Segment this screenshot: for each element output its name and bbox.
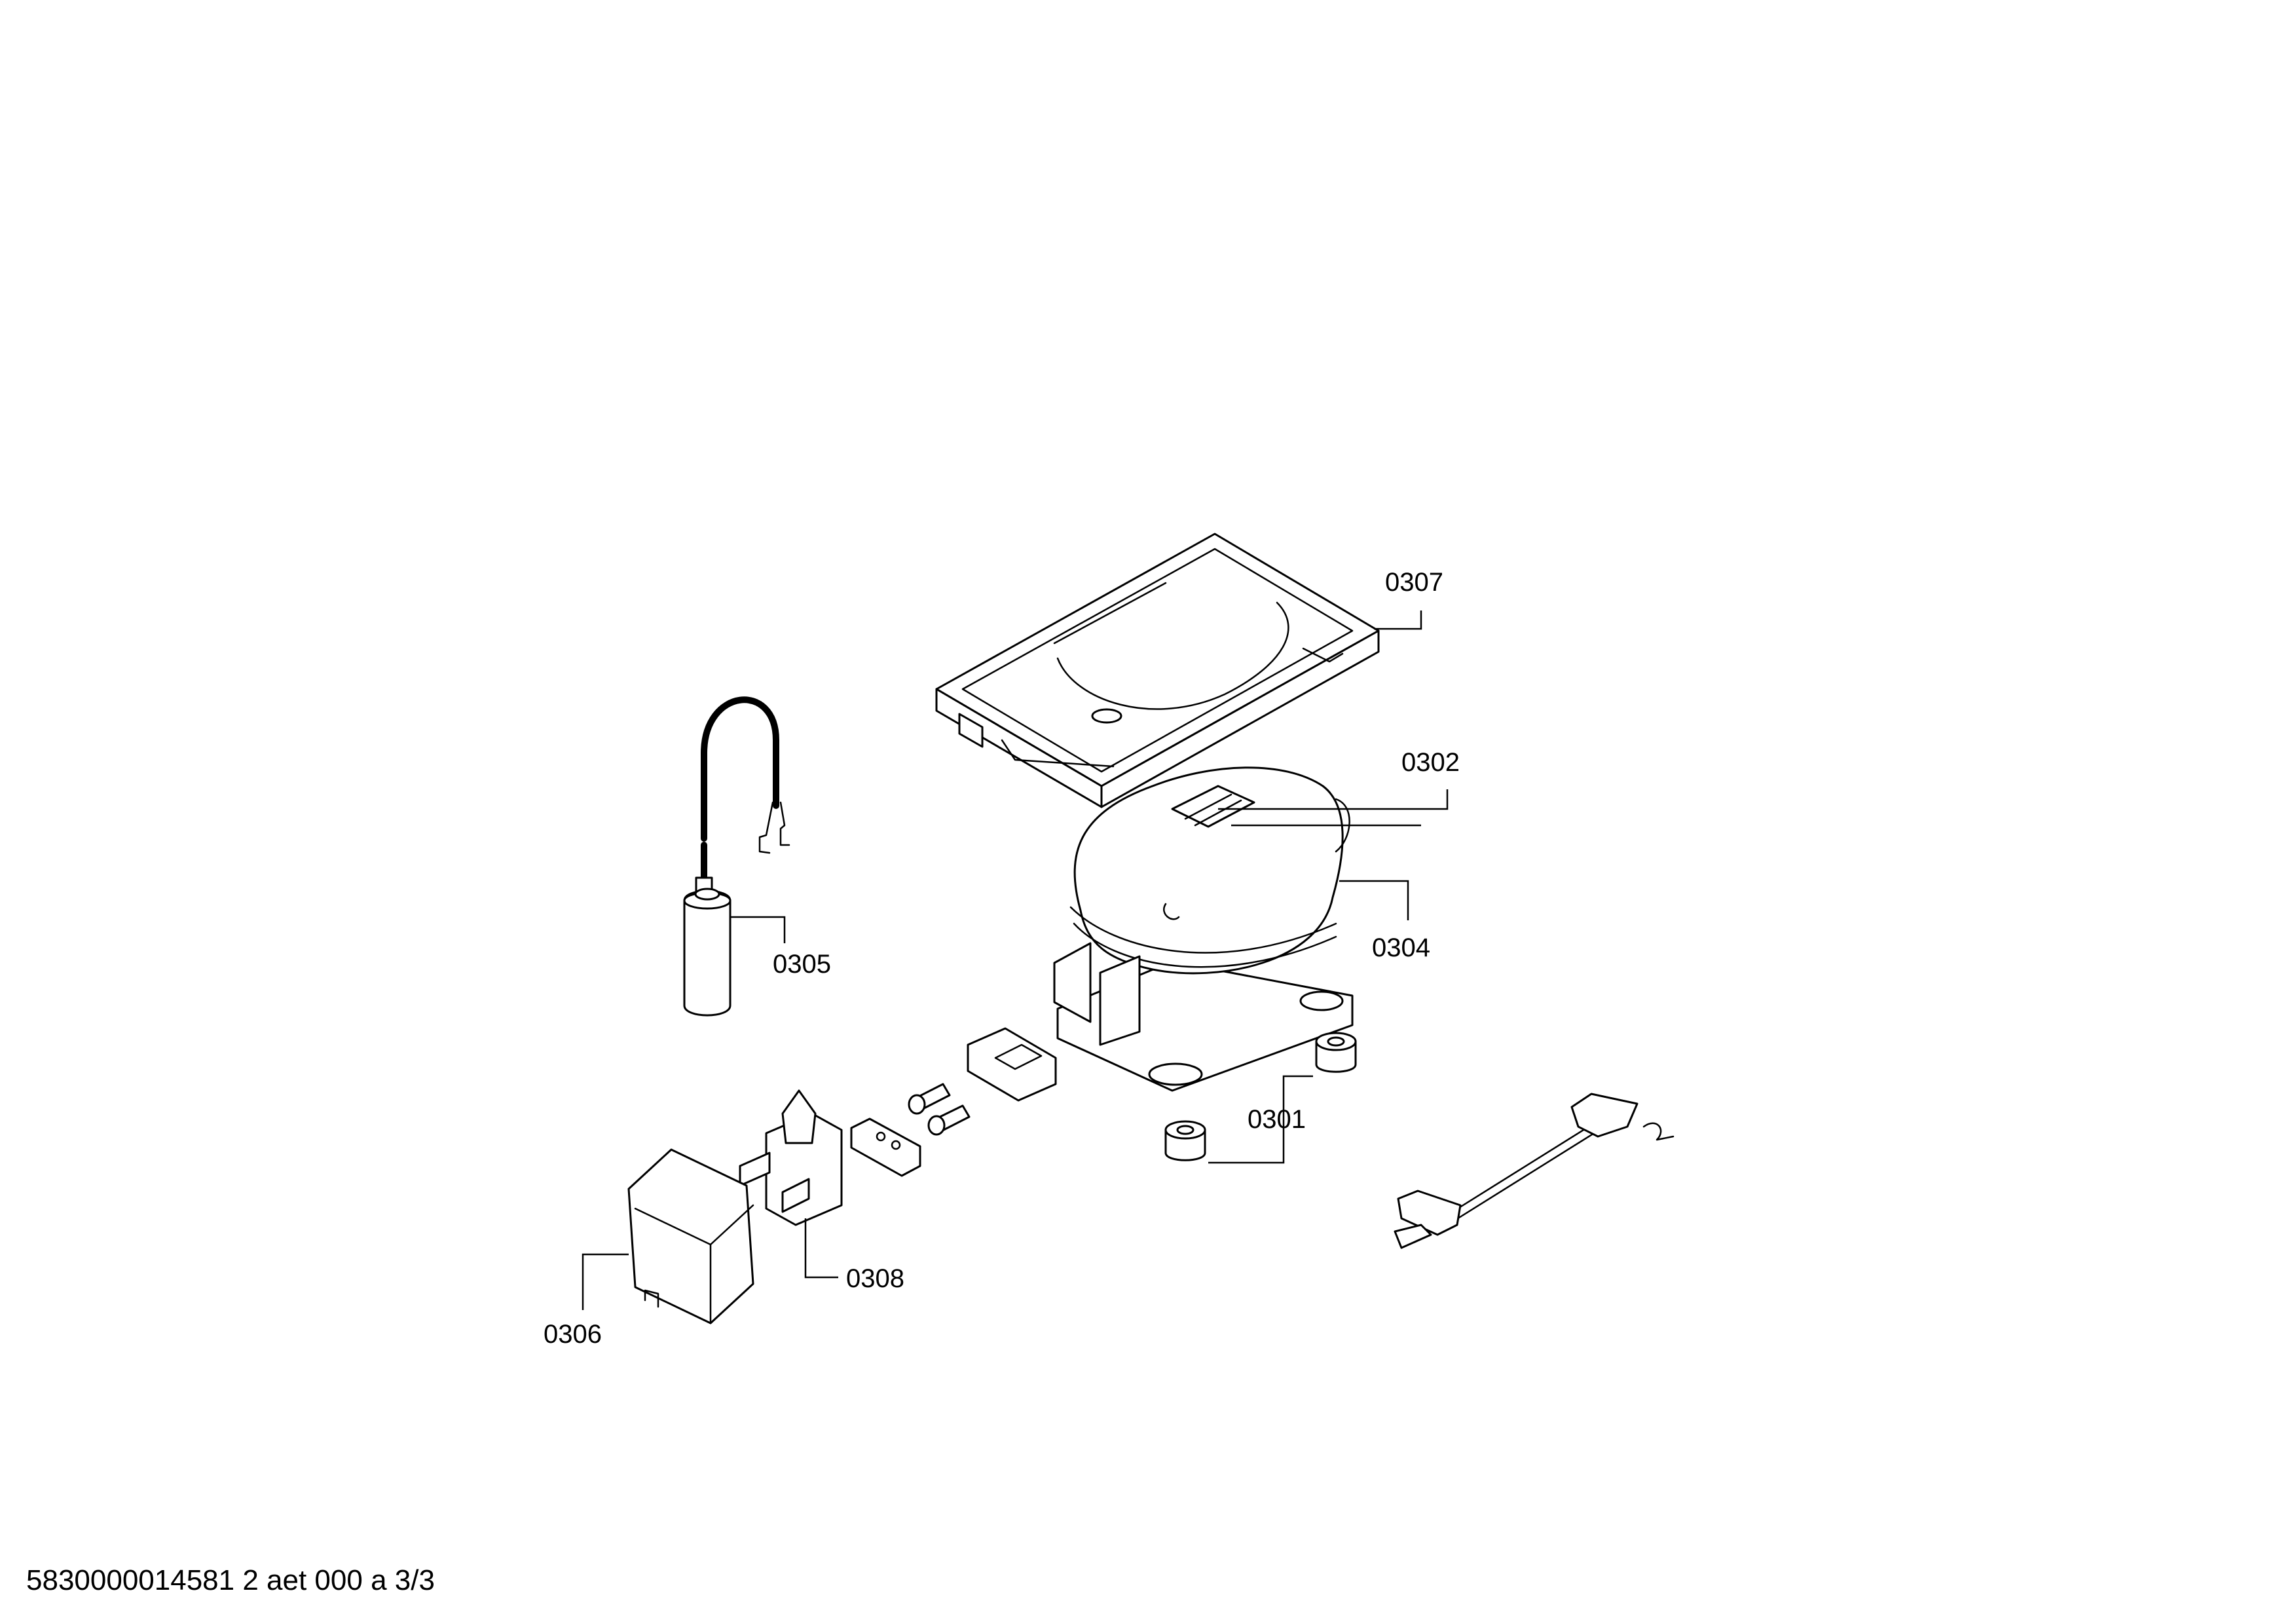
- compressor-part: [1053, 766, 1354, 1092]
- leader-0306: [582, 1253, 629, 1310]
- label-0307: 0307: [1385, 568, 1443, 597]
- grommet-parts: [1164, 1032, 1357, 1161]
- leader-0301: [1208, 1075, 1313, 1164]
- label-0306: 0306: [544, 1320, 602, 1349]
- drawing-reference: 5830000014581 2 aet 000 a 3/3: [26, 1564, 435, 1596]
- screw-parts: [908, 1083, 971, 1136]
- leader-0305: [730, 916, 786, 943]
- label-0301: 0301: [1248, 1105, 1306, 1134]
- label-0304: 0304: [1372, 933, 1430, 962]
- capacitor-part: [683, 696, 790, 1017]
- label-0308: 0308: [846, 1264, 904, 1293]
- label-0302: 0302: [1401, 748, 1460, 777]
- leader-0308: [804, 1218, 838, 1279]
- support-rod-part: [1394, 1093, 1675, 1249]
- mounting-clip-part: [967, 1027, 1057, 1102]
- drip-tray-part: [935, 533, 1380, 808]
- terminal-block-part: [850, 1117, 921, 1177]
- leader-0304: [1339, 880, 1409, 920]
- label-0305: 0305: [773, 950, 831, 979]
- relay-cover-part: [627, 1148, 754, 1324]
- leader-0302: [1218, 789, 1449, 810]
- starter-relay-part: [739, 1089, 843, 1226]
- leader-0307: [1374, 610, 1422, 630]
